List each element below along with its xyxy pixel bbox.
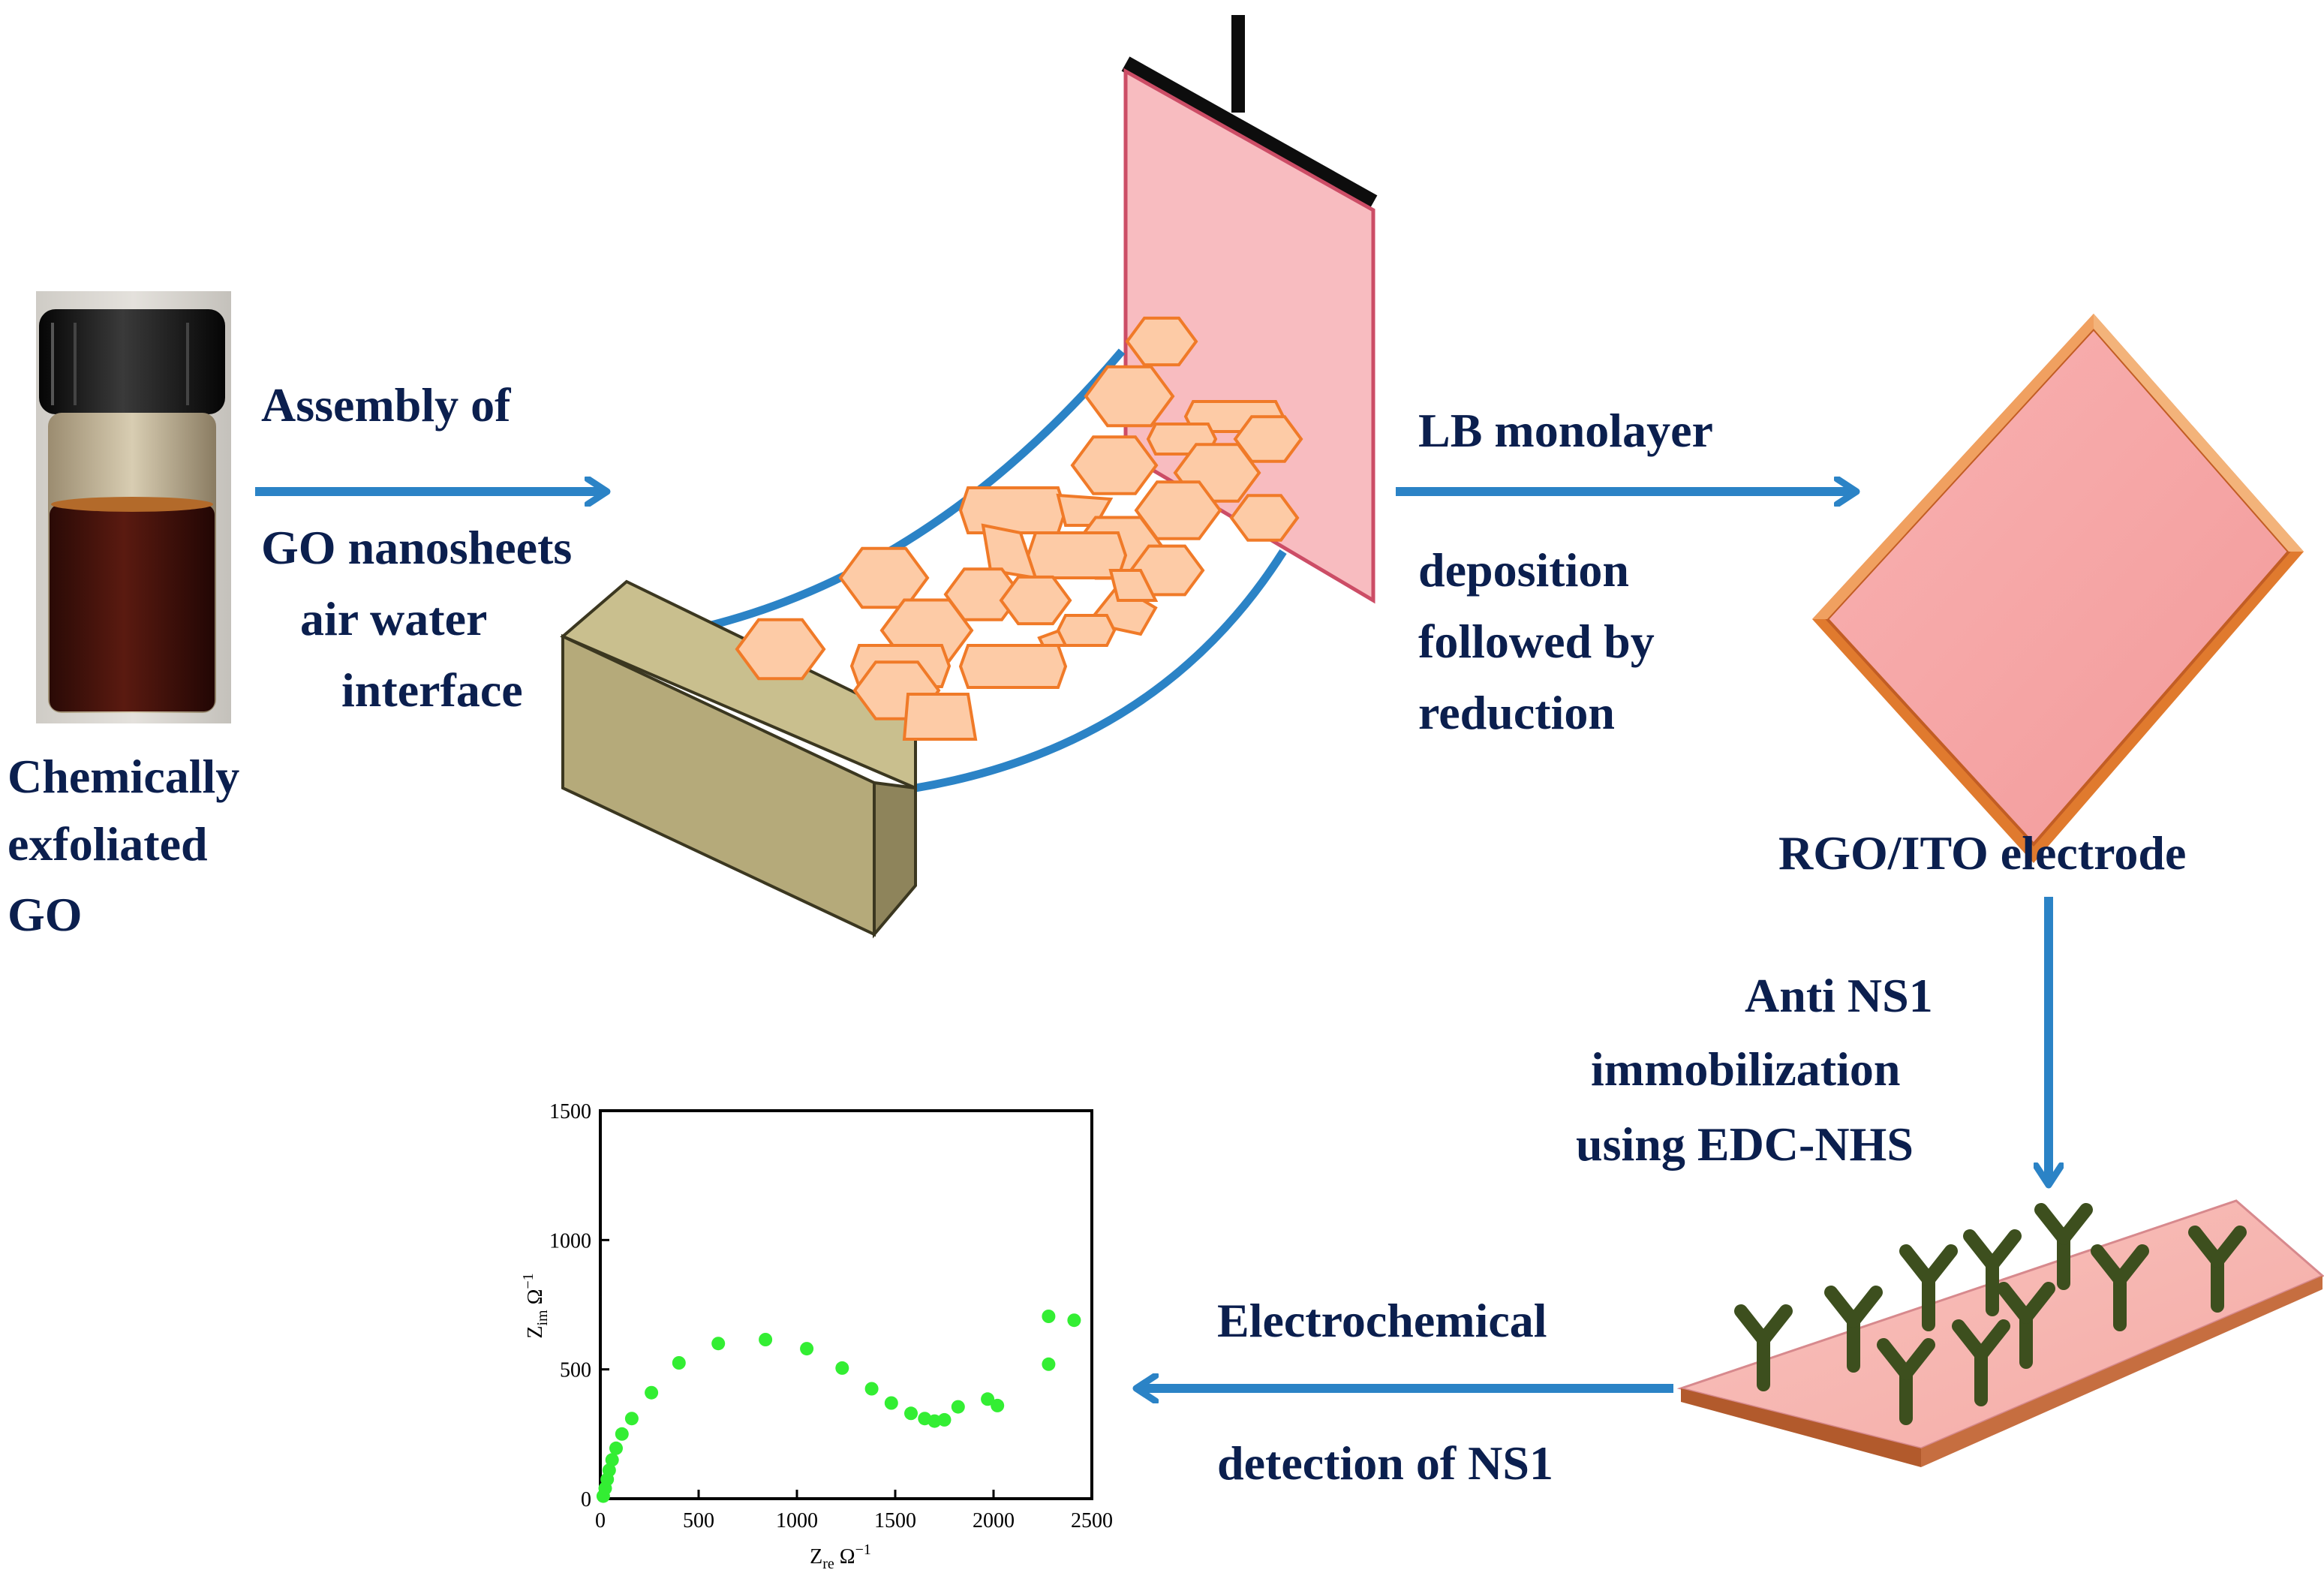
step3-line-2: immobilization	[1591, 1042, 1901, 1096]
data-point	[835, 1361, 849, 1375]
x-tick-label: 1500	[874, 1509, 916, 1532]
antibody-y-shape	[1734, 1304, 1793, 1391]
step4-line-1: Electrochemical	[1217, 1294, 1547, 1347]
antibody-y-shape	[2188, 1226, 2247, 1313]
x-axis-label: Zre Ω−1	[810, 1541, 871, 1572]
data-point	[951, 1400, 965, 1414]
data-point	[904, 1406, 918, 1421]
data-point	[991, 1398, 1005, 1412]
y-tick-label: 500	[560, 1359, 591, 1382]
nyquist-plot: 0 500 1000 1500 2000 2500 0 500 1000 1500 Zre Ω−1…	[520, 1100, 1113, 1572]
step2-line-4: reduction	[1418, 686, 1615, 739]
step2-line-3: followed by	[1418, 615, 1655, 668]
step1-line-3: air water	[300, 592, 488, 645]
data-point	[615, 1427, 629, 1441]
vial-caption-line-1: Chemically	[8, 750, 240, 803]
go-flake	[1108, 569, 1159, 602]
data-point	[927, 1414, 942, 1428]
step4-line-2: detection of NS1	[1217, 1436, 1553, 1490]
data-point	[800, 1342, 814, 1356]
go-flake	[943, 567, 1023, 621]
step1-line-1: Assembly of	[261, 378, 511, 432]
step1-line-2: GO nanosheets	[261, 521, 573, 574]
vial-caption-line-2: exfoliated	[8, 817, 208, 871]
data-point	[605, 1453, 619, 1467]
data-point	[624, 1412, 639, 1426]
axis-ticks: 0 500 1000 1500 2000 2500 0 500 1000 1500	[549, 1100, 1113, 1532]
go-flake	[1125, 316, 1198, 367]
go-flake	[1134, 480, 1222, 540]
data-point	[645, 1385, 659, 1400]
vial-caption-line-3: GO	[8, 888, 83, 941]
step3-line-3: using EDC-NHS	[1576, 1117, 1914, 1171]
go-flake	[1084, 365, 1175, 428]
plate-edge-side	[1921, 1276, 2322, 1467]
go-flake	[958, 644, 1068, 689]
plot-frame	[599, 1109, 1093, 1500]
anti-ns1-antibodies	[1734, 1203, 2247, 1425]
water-edge-back	[670, 348, 1126, 639]
go-flake	[838, 546, 930, 609]
antibody-y-shape	[1952, 1319, 2010, 1406]
x-tick-label: 2000	[973, 1509, 1015, 1532]
go-vial-photo	[36, 291, 231, 723]
data-point	[937, 1412, 952, 1427]
x-tick-label: 1000	[776, 1509, 818, 1532]
data-point	[1042, 1310, 1056, 1323]
substrate-holder	[1121, 56, 1378, 210]
data-point	[864, 1382, 879, 1396]
go-flake	[958, 486, 1068, 534]
vial-cap	[39, 309, 225, 414]
go-flake	[902, 693, 978, 741]
antibody-y-shape	[1824, 1286, 1883, 1373]
antibody-y-shape	[1963, 1229, 2022, 1316]
x-tick-label: 0	[595, 1509, 606, 1532]
step1-line-4: interface	[341, 663, 523, 717]
y-tick-label: 1500	[549, 1100, 591, 1123]
data-point	[711, 1337, 726, 1351]
electrode-label: RGO/ITO electrode	[1778, 826, 2187, 880]
y-axis-label: Zim Ω−1	[520, 1273, 551, 1338]
flow-arrows	[255, 492, 2049, 1388]
step3-line-1: Anti NS1	[1745, 969, 1933, 1022]
go-flake	[1070, 435, 1159, 495]
go-flake	[1233, 415, 1303, 463]
y-tick-label: 1000	[549, 1229, 591, 1253]
barrier-side	[873, 780, 917, 939]
y-tick-label: 0	[581, 1488, 591, 1511]
antibody-y-shape	[1997, 1282, 2055, 1369]
plate-edge-front	[1681, 1388, 1921, 1467]
data-point	[1067, 1313, 1081, 1328]
go-flake	[1056, 614, 1117, 647]
impedance-points	[596, 1310, 1081, 1503]
go-flake	[735, 618, 826, 681]
go-dispersion	[50, 504, 215, 711]
go-flake	[999, 575, 1072, 626]
data-point	[981, 1392, 995, 1406]
data-point	[884, 1396, 898, 1410]
data-point	[602, 1463, 616, 1478]
water-edge-front	[915, 549, 1287, 793]
data-point	[609, 1441, 623, 1455]
data-point	[672, 1356, 686, 1370]
x-tick-label: 500	[683, 1509, 714, 1532]
x-tick-label: 2500	[1071, 1509, 1113, 1532]
antibody-y-shape	[2091, 1244, 2149, 1331]
antibody-y-shape	[1877, 1338, 1935, 1425]
data-point	[1042, 1357, 1056, 1371]
go-flake	[1229, 494, 1300, 542]
rgo-ito-electrode	[1812, 314, 2304, 863]
electrode-face	[1825, 326, 2291, 847]
antibody-y-shape	[1899, 1244, 1958, 1331]
antibody-y-shape	[2034, 1203, 2093, 1290]
step2-line-1: LB monolayer	[1418, 404, 1713, 457]
step2-line-2: deposition	[1418, 543, 1629, 597]
go-nanosheets	[735, 316, 1303, 741]
data-point	[759, 1333, 773, 1346]
